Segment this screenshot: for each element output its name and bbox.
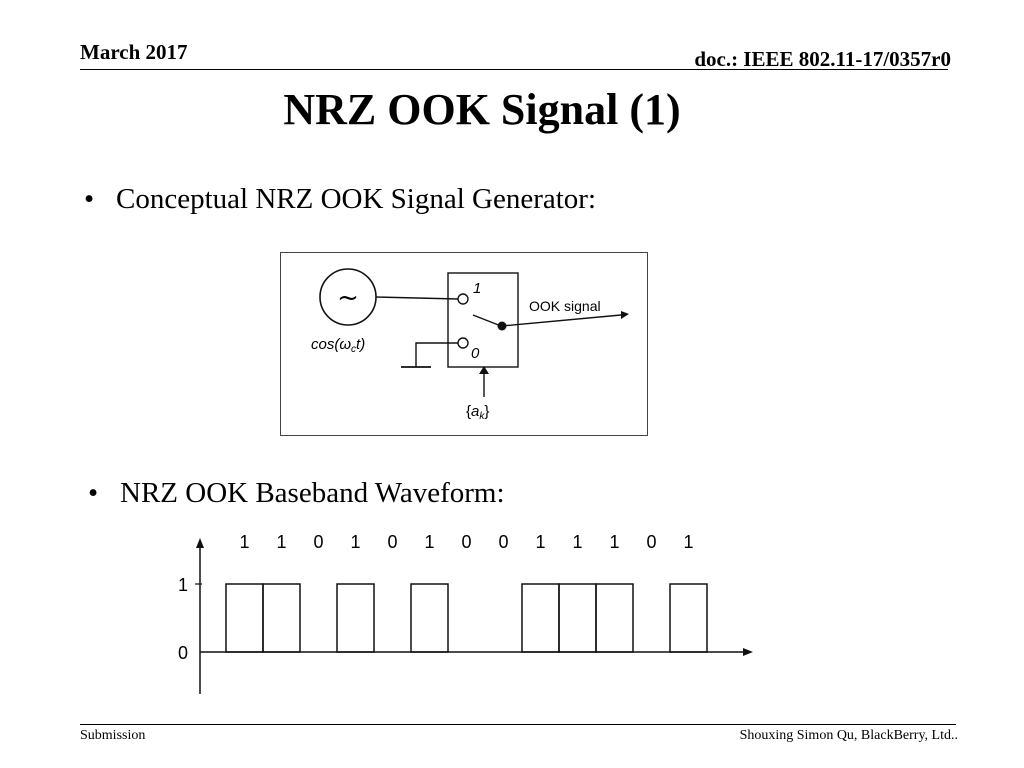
pulse-bar — [225, 583, 264, 653]
control-arrow-icon — [479, 366, 489, 374]
bit-label: 1 — [683, 532, 693, 552]
bit-label: 1 — [424, 532, 434, 552]
pulse-bar — [558, 583, 597, 653]
x-axis-arrow-icon — [743, 648, 753, 656]
footer-divider — [80, 724, 956, 725]
generator-svg: ~ cos(ωct) 1 0 OOK signal {ak} — [311, 268, 629, 422]
output-wire — [501, 314, 622, 327]
output-arrow-icon — [621, 311, 629, 319]
switch-arm — [472, 314, 502, 327]
footer-submission: Submission — [80, 728, 146, 743]
oscillator-symbol: ~ — [337, 283, 359, 313]
control-label: {ak} — [466, 403, 489, 422]
bit-label: 0 — [313, 532, 323, 552]
bit-label: 1 — [609, 532, 619, 552]
signal-generator-diagram: ~ cos(ωct) 1 0 OOK signal {ak} — [280, 252, 648, 436]
bullet-dot: • — [84, 183, 95, 215]
bit-label: 0 — [646, 532, 656, 552]
bullet-generator-text: Conceptual NRZ OOK Signal Generator: — [116, 183, 597, 215]
y-axis-arrow-icon — [196, 538, 204, 548]
header-date: March 2017 — [80, 40, 188, 64]
waveform-svg: t011101010011101 — [178, 532, 753, 694]
bit-label: 1 — [535, 532, 545, 552]
bullet-waveform: • NRZ OOK Baseband Waveform: — [88, 477, 505, 510]
ground-wire — [415, 342, 458, 367]
bullet-dot: • — [88, 477, 99, 509]
bit-label: 1 — [572, 532, 582, 552]
bullet-waveform-text: NRZ OOK Baseband Waveform: — [120, 477, 505, 509]
y-tick-label: 0 — [178, 643, 188, 663]
footer-author: Shouxing Simon Qu, BlackBerry, Ltd.. — [739, 728, 958, 743]
slide-title: NRZ OOK Signal (1) — [283, 85, 681, 134]
bit-label: 0 — [387, 532, 397, 552]
pulse-bar — [521, 583, 560, 653]
bit-label: 1 — [350, 532, 360, 552]
pulse-bar — [595, 583, 634, 653]
y-tick-label: 1 — [178, 575, 188, 595]
baseband-waveform-chart: t011101010011101 — [160, 528, 760, 700]
pulse-bar — [336, 583, 375, 653]
pulse-bar — [669, 583, 708, 653]
switch-box — [447, 272, 519, 368]
bit-label: 1 — [276, 532, 286, 552]
terminal-1-label: 1 — [473, 280, 481, 297]
pulse-bar — [262, 583, 301, 653]
terminal-0-icon — [457, 337, 469, 349]
carrier-wire — [375, 296, 459, 300]
bullet-generator: • Conceptual NRZ OOK Signal Generator: — [84, 183, 596, 216]
bit-label: 0 — [498, 532, 508, 552]
header-divider — [80, 69, 948, 70]
pulse-bar — [410, 583, 449, 653]
bit-label: 0 — [461, 532, 471, 552]
terminal-1-icon — [457, 293, 469, 305]
carrier-label: cos(ωct) — [311, 336, 365, 355]
output-label: OOK signal — [529, 298, 601, 314]
terminal-0-label: 0 — [471, 345, 480, 362]
header-doc-id: doc.: IEEE 802.11-17/0357r0 — [694, 47, 951, 71]
bit-label: 1 — [239, 532, 249, 552]
